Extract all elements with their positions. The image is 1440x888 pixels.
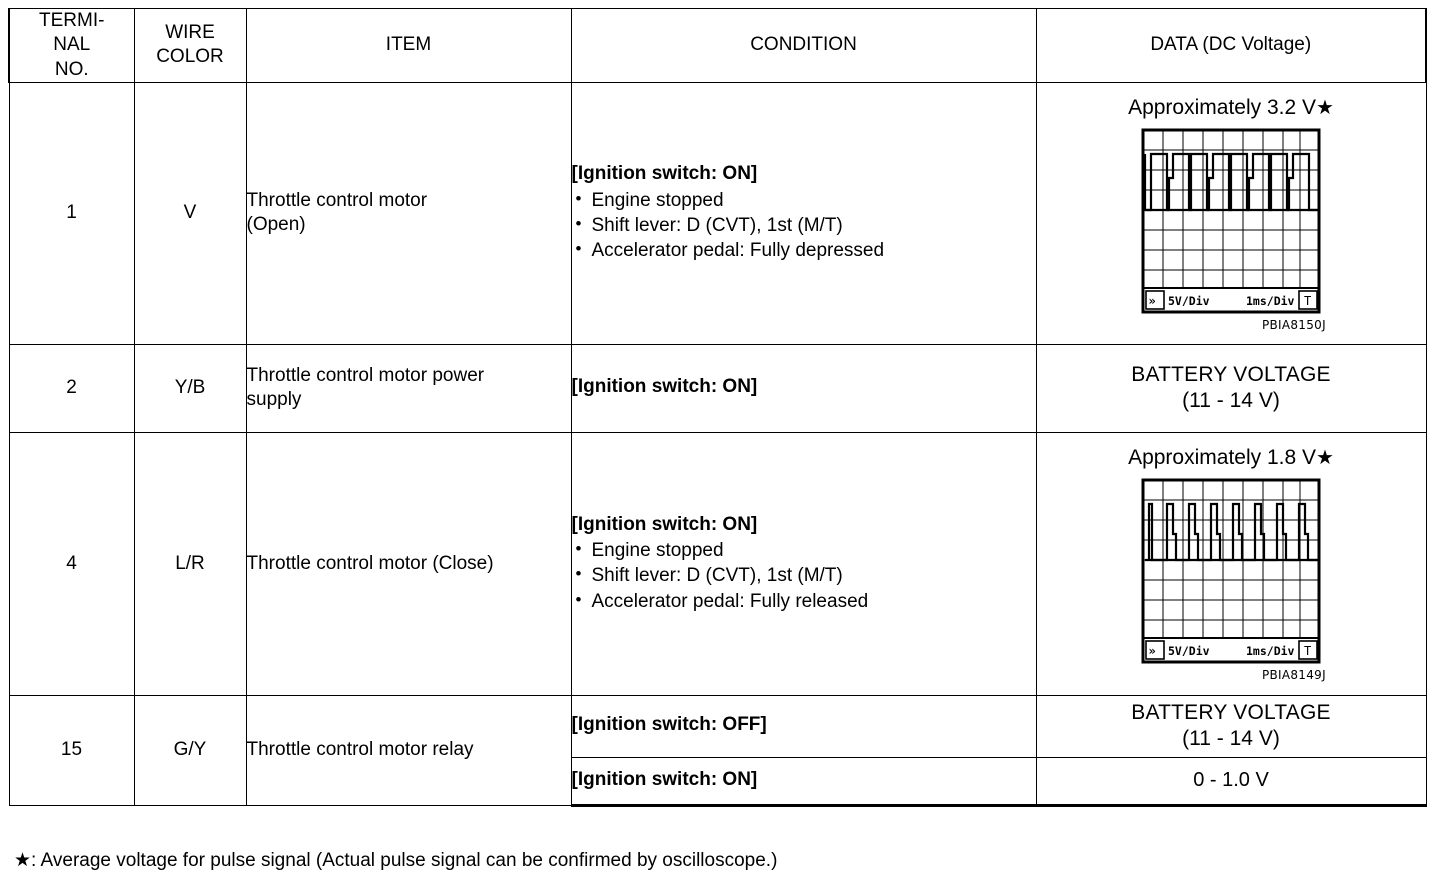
svg-text:1ms/Div: 1ms/Div: [1246, 644, 1295, 658]
wire-header-line1: WIRE: [165, 22, 215, 44]
data-value-label: Approximately 1.8 V★: [1128, 445, 1334, 472]
oscilloscope-figure: Approximately 3.2 V★: [1128, 91, 1334, 335]
item-line1: Throttle control motor relay: [246, 739, 474, 761]
footnote: ★: Average voltage for pulse signal (Act…: [14, 850, 777, 872]
list-item: Accelerator pedal: Fully released: [572, 589, 1036, 614]
col-header-wire-color: WIRE COLOR: [133, 8, 247, 83]
svg-text:T: T: [1304, 294, 1311, 308]
star-icon: ★: [1316, 96, 1334, 119]
cell-item: Throttle control motor power supply: [245, 343, 572, 433]
condition-bullet-list: Engine stopped Shift lever: D (CVT), 1st…: [572, 538, 1036, 614]
condition-heading: [Ignition switch: ON]: [571, 376, 758, 398]
data-value-label: Approximately 3.2 V★: [1128, 95, 1334, 122]
item-line2: supply: [246, 389, 302, 411]
figure-id-label: PBIA8150J: [1261, 317, 1326, 332]
list-item: Accelerator pedal: Fully depressed: [572, 238, 1036, 263]
footnote-text: : Average voltage for pulse signal (Actu…: [31, 850, 778, 871]
terminal-spec-table: TERMI- NAL NO. WIRE COLOR ITEM CONDITION…: [8, 8, 1427, 807]
cell-item: Throttle control motor relay: [245, 694, 572, 806]
svg-text:5V/Div: 5V/Div: [1168, 294, 1210, 308]
svg-text:»: »: [1149, 644, 1156, 658]
condition-heading: [Ignition switch: ON]: [571, 768, 758, 790]
table-row: 15 G/Y Throttle control motor relay [Ign…: [8, 694, 1427, 806]
cell-item: Throttle control motor (Close): [245, 431, 572, 696]
cell-condition: [Ignition switch: ON]: [570, 756, 1037, 807]
col-header-data: DATA (DC Voltage): [1035, 8, 1427, 83]
item-line1: Throttle control motor (Close): [246, 552, 494, 574]
cell-wire-color: Y/B: [133, 343, 247, 433]
svg-text:1ms/Div: 1ms/Div: [1246, 294, 1295, 308]
star-icon: ★: [1316, 447, 1334, 470]
cell-wire-color: V: [133, 81, 247, 345]
cell-condition: [Ignition switch: OFF]: [570, 694, 1037, 758]
condition-heading: [Ignition switch: ON]: [571, 163, 758, 185]
item-line1: Throttle control motor: [246, 190, 428, 212]
col-header-terminal-no: TERMI- NAL NO.: [8, 8, 135, 83]
figure-id-label: PBIA8149J: [1261, 668, 1326, 683]
list-item: Shift lever: D (CVT), 1st (M/T): [572, 563, 1036, 588]
cell-data: Approximately 1.8 V★: [1035, 431, 1427, 696]
data-value-text: Approximately 3.2 V: [1128, 95, 1316, 119]
cell-terminal-no: 2: [8, 343, 135, 433]
cell-terminal-no: 1: [8, 81, 135, 345]
cell-data: Approximately 3.2 V★: [1035, 81, 1427, 345]
terminal-header-line3: NO.: [54, 58, 89, 80]
list-item: Engine stopped: [572, 538, 1036, 563]
list-item: Shift lever: D (CVT), 1st (M/T): [572, 213, 1036, 238]
data-value-text: Approximately 1.8 V: [1128, 446, 1316, 470]
data-line-2: (11 - 14 V): [1182, 389, 1280, 413]
cell-wire-color: G/Y: [133, 694, 247, 806]
cell-wire-color: L/R: [133, 431, 247, 696]
cell-item: Throttle control motor (Open): [245, 81, 572, 345]
condition-heading: [Ignition switch: ON]: [571, 513, 758, 535]
wire-header-line2: COLOR: [156, 46, 224, 68]
table-row: 2 Y/B Throttle control motor power suppl…: [8, 343, 1427, 433]
data-line-2: (11 - 14 V): [1182, 727, 1280, 751]
svg-text:»: »: [1149, 294, 1156, 308]
col-header-item: ITEM: [245, 8, 572, 83]
col-header-condition: CONDITION: [570, 8, 1037, 83]
cell-condition: [Ignition switch: ON]: [570, 343, 1037, 433]
cell-terminal-no: 15: [8, 694, 135, 806]
svg-text:5V/Div: 5V/Div: [1168, 644, 1210, 658]
condition-bullet-list: Engine stopped Shift lever: D (CVT), 1st…: [572, 188, 1036, 264]
oscilloscope-screen-1: » 5V/Div 1ms/Div T: [1141, 128, 1321, 314]
terminal-header-line2: NAL: [53, 34, 91, 56]
cell-condition: [Ignition switch: ON] Engine stopped Shi…: [570, 81, 1037, 345]
cell-condition: [Ignition switch: ON] Engine stopped Shi…: [570, 431, 1037, 696]
table-row: [Ignition switch: ON] 0 - 1.0 V: [9, 756, 1427, 807]
cell-terminal-no: 4: [8, 431, 135, 696]
oscilloscope-figure: Approximately 1.8 V★: [1128, 441, 1334, 685]
cell-data: BATTERY VOLTAGE (11 - 14 V): [1035, 343, 1427, 433]
condition-heading: [Ignition switch: OFF]: [571, 714, 767, 736]
oscilloscope-screen-2: » 5V/Div 1ms/Div T: [1141, 478, 1321, 664]
terminal-header-line1: TERMI-: [39, 10, 105, 31]
table-header-row: TERMI- NAL NO. WIRE COLOR ITEM CONDITION…: [8, 8, 1427, 83]
table-row: 4 L/R Throttle control motor (Close) [Ig…: [8, 431, 1427, 696]
star-icon: ★: [14, 850, 32, 871]
item-line2: (Open): [246, 214, 306, 236]
data-line-1: BATTERY VOLTAGE: [1131, 700, 1331, 724]
table-row: 1 V Throttle control motor (Open) [Ignit…: [8, 81, 1427, 345]
item-line1: Throttle control motor power: [246, 365, 485, 387]
cell-data: 0 - 1.0 V: [1035, 756, 1427, 807]
list-item: Engine stopped: [572, 188, 1036, 213]
cell-data: BATTERY VOLTAGE (11 - 14 V): [1035, 694, 1427, 758]
data-line-1: 0 - 1.0 V: [1193, 769, 1269, 792]
svg-text:T: T: [1304, 644, 1311, 658]
data-line-1: BATTERY VOLTAGE: [1131, 362, 1331, 386]
